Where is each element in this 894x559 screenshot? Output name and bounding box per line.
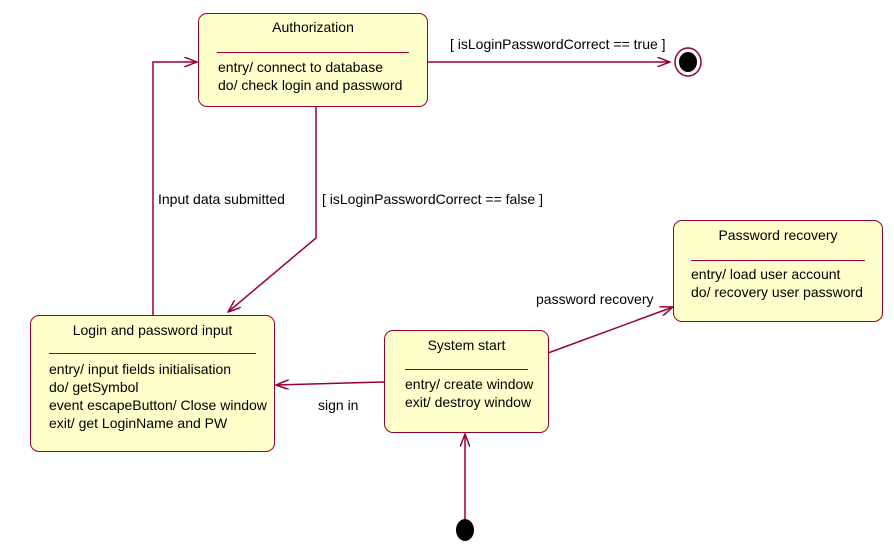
- state-login-password-input-name: Login and password input: [72, 322, 233, 338]
- state-action: entry/ create window: [405, 376, 534, 392]
- state-action: do/ check login and password: [218, 77, 403, 93]
- initial-state-node: [456, 519, 474, 541]
- transition-label-password-recovery: password recovery: [536, 291, 654, 307]
- state-system-start: System start entry/ create window exit/ …: [384, 330, 549, 433]
- state-action: exit/ destroy window: [405, 394, 532, 410]
- state-authorization-name: Authorization: [272, 19, 354, 35]
- state-system-start-name: System start: [427, 337, 506, 353]
- transition-label-login-correct: [ isLoginPasswordCorrect == true ]: [450, 36, 666, 52]
- transition-label-input-submitted: Input data submitted: [158, 191, 285, 207]
- state-password-recovery-divider: [691, 260, 865, 261]
- transition-label-sign-in: sign in: [318, 397, 359, 413]
- state-authorization-divider: [217, 52, 409, 53]
- state-action: do/ recovery user password: [691, 284, 863, 300]
- transition-label-login-incorrect: [ isLoginPasswordCorrect == false ]: [322, 191, 543, 207]
- state-action: entry/ input fields initialisation: [49, 361, 232, 377]
- transition-input-submitted: [152, 62, 197, 315]
- state-action: exit/ get LoginName and PW: [49, 415, 228, 431]
- state-action: entry/ load user account: [691, 266, 841, 282]
- state-password-recovery-name: Password recovery: [718, 227, 838, 243]
- state-password-recovery-actions: entry/ load user account do/ recovery us…: [691, 265, 863, 301]
- state-login-password-input: Login and password input entry/ input fi…: [30, 315, 275, 452]
- state-login-password-input-actions: entry/ input fields initialisation do/ g…: [49, 360, 267, 432]
- transition-login-incorrect: [228, 106, 317, 312]
- final-state-node: [679, 52, 697, 72]
- transition-sign-in: [276, 382, 385, 385]
- state-action: entry/ connect to database: [218, 59, 383, 75]
- state-action: do/ getSymbol: [49, 379, 139, 395]
- state-authorization-actions: entry/ connect to database do/ check log…: [218, 58, 402, 94]
- state-authorization: Authorization entry/ connect to database…: [198, 13, 428, 107]
- state-system-start-divider: [405, 369, 528, 370]
- state-system-start-actions: entry/ create window exit/ destroy windo…: [405, 375, 533, 411]
- state-action: event escapeButton/ Close window: [49, 397, 267, 413]
- state-password-recovery: Password recovery entry/ load user accou…: [673, 220, 883, 322]
- state-login-password-input-divider: [49, 353, 256, 354]
- transition-password-recovery: [547, 307, 673, 354]
